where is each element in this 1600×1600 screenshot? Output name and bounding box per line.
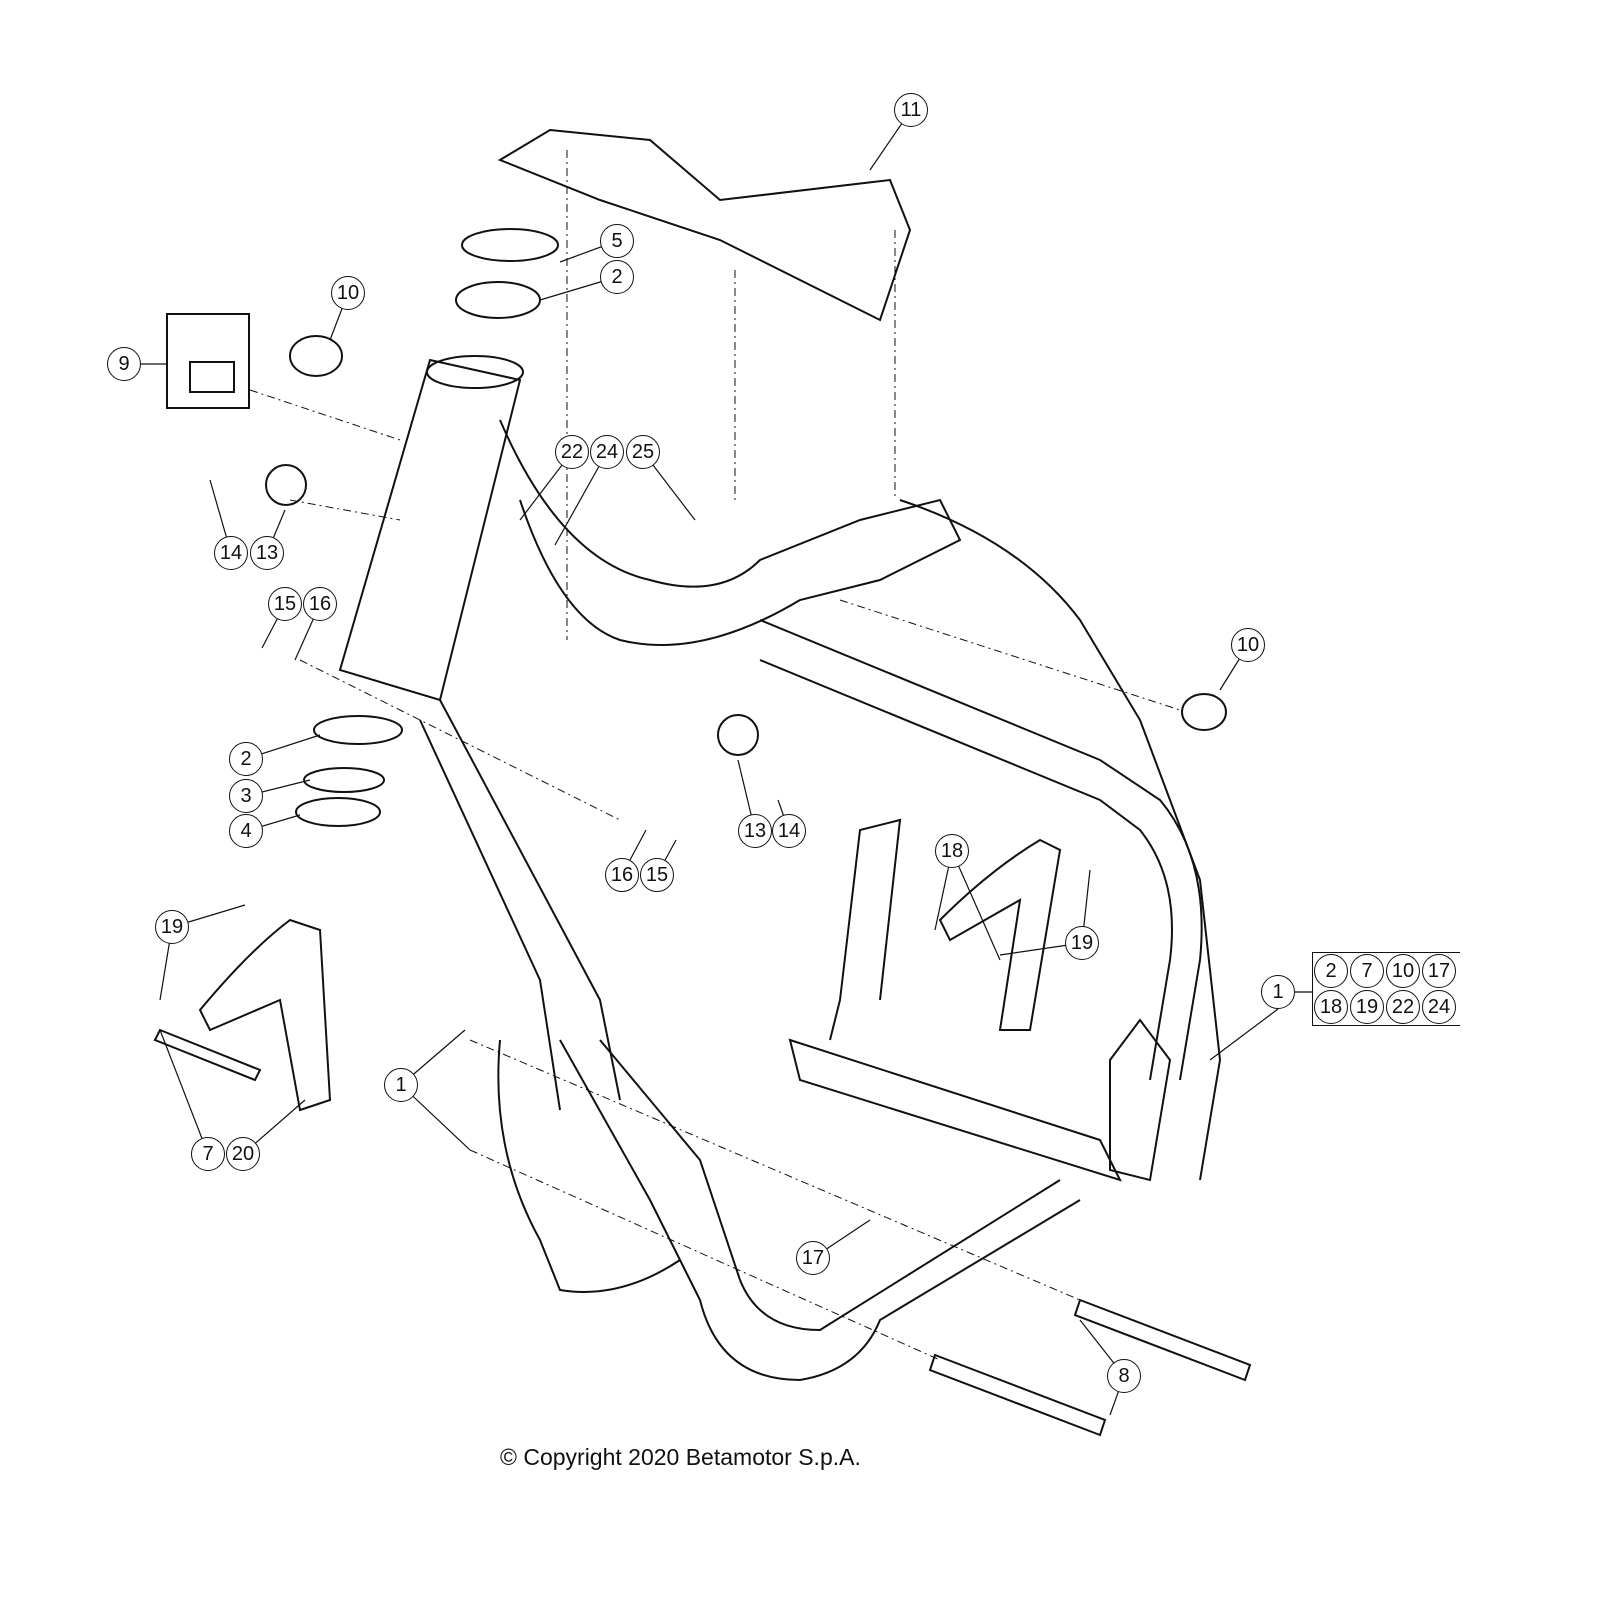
bolt — [1073, 1298, 1252, 1382]
copyright-text: © Copyright 2020 Betamotor S.p.A. — [500, 1444, 861, 1470]
callout-16[interactable]: 16 — [303, 587, 337, 621]
callout-3[interactable]: 3 — [229, 779, 263, 813]
leader-line — [159, 1029, 209, 1155]
callout-10[interactable]: 10 — [1231, 628, 1265, 662]
callout-13[interactable]: 13 — [250, 536, 284, 570]
callout-9[interactable]: 9 — [107, 347, 141, 381]
engine-mount-plate — [938, 838, 1062, 1031]
callout-15[interactable]: 15 — [268, 587, 302, 621]
leader-line — [1209, 1008, 1279, 1061]
callout-8[interactable]: 8 — [1107, 1359, 1141, 1393]
callout-14[interactable]: 14 — [214, 536, 248, 570]
callout-22[interactable]: 22 — [555, 435, 589, 469]
leader-line — [554, 451, 608, 546]
callout-19[interactable]: 19 — [155, 910, 189, 944]
callout-19[interactable]: 19 — [1065, 926, 1099, 960]
callout-5[interactable]: 5 — [600, 224, 634, 258]
callout-1[interactable]: 1 — [1261, 975, 1295, 1009]
kit-part-19[interactable]: 19 — [1350, 990, 1384, 1024]
callout-1[interactable]: 1 — [384, 1068, 418, 1102]
engine-mount-plate — [198, 918, 332, 1112]
callout-7[interactable]: 7 — [191, 1137, 225, 1171]
kit-part-10[interactable]: 10 — [1386, 954, 1420, 988]
callout-2[interactable]: 2 — [600, 260, 634, 294]
bolt — [153, 1028, 262, 1082]
kit-part-17[interactable]: 17 — [1422, 954, 1456, 988]
callout-10[interactable]: 10 — [331, 276, 365, 310]
leader-lines — [124, 109, 1312, 1416]
callout-4[interactable]: 4 — [229, 814, 263, 848]
steering-head-tube — [338, 358, 522, 702]
callout-18[interactable]: 18 — [935, 834, 969, 868]
kit-part-2[interactable]: 2 — [1314, 954, 1348, 988]
bolt — [928, 1353, 1107, 1437]
kit-part-7[interactable]: 7 — [1350, 954, 1384, 988]
callout-13[interactable]: 13 — [738, 814, 772, 848]
callout-24[interactable]: 24 — [590, 435, 624, 469]
leader-line — [951, 850, 1001, 961]
assembly-lines — [249, 150, 1181, 1361]
callout-2[interactable]: 2 — [229, 742, 263, 776]
skid-plate — [497, 128, 912, 322]
kit-part-18[interactable]: 18 — [1314, 990, 1348, 1024]
kit-part-22[interactable]: 22 — [1386, 990, 1420, 1024]
callout-20[interactable]: 20 — [226, 1137, 260, 1171]
callout-16[interactable]: 16 — [605, 858, 639, 892]
frame-outline — [153, 128, 1252, 1437]
callout-17[interactable]: 17 — [796, 1241, 830, 1275]
callout-11[interactable]: 11 — [894, 93, 928, 127]
callout-25[interactable]: 25 — [626, 435, 660, 469]
kit-part-24[interactable]: 24 — [1422, 990, 1456, 1024]
callout-14[interactable]: 14 — [772, 814, 806, 848]
callout-15[interactable]: 15 — [640, 858, 674, 892]
